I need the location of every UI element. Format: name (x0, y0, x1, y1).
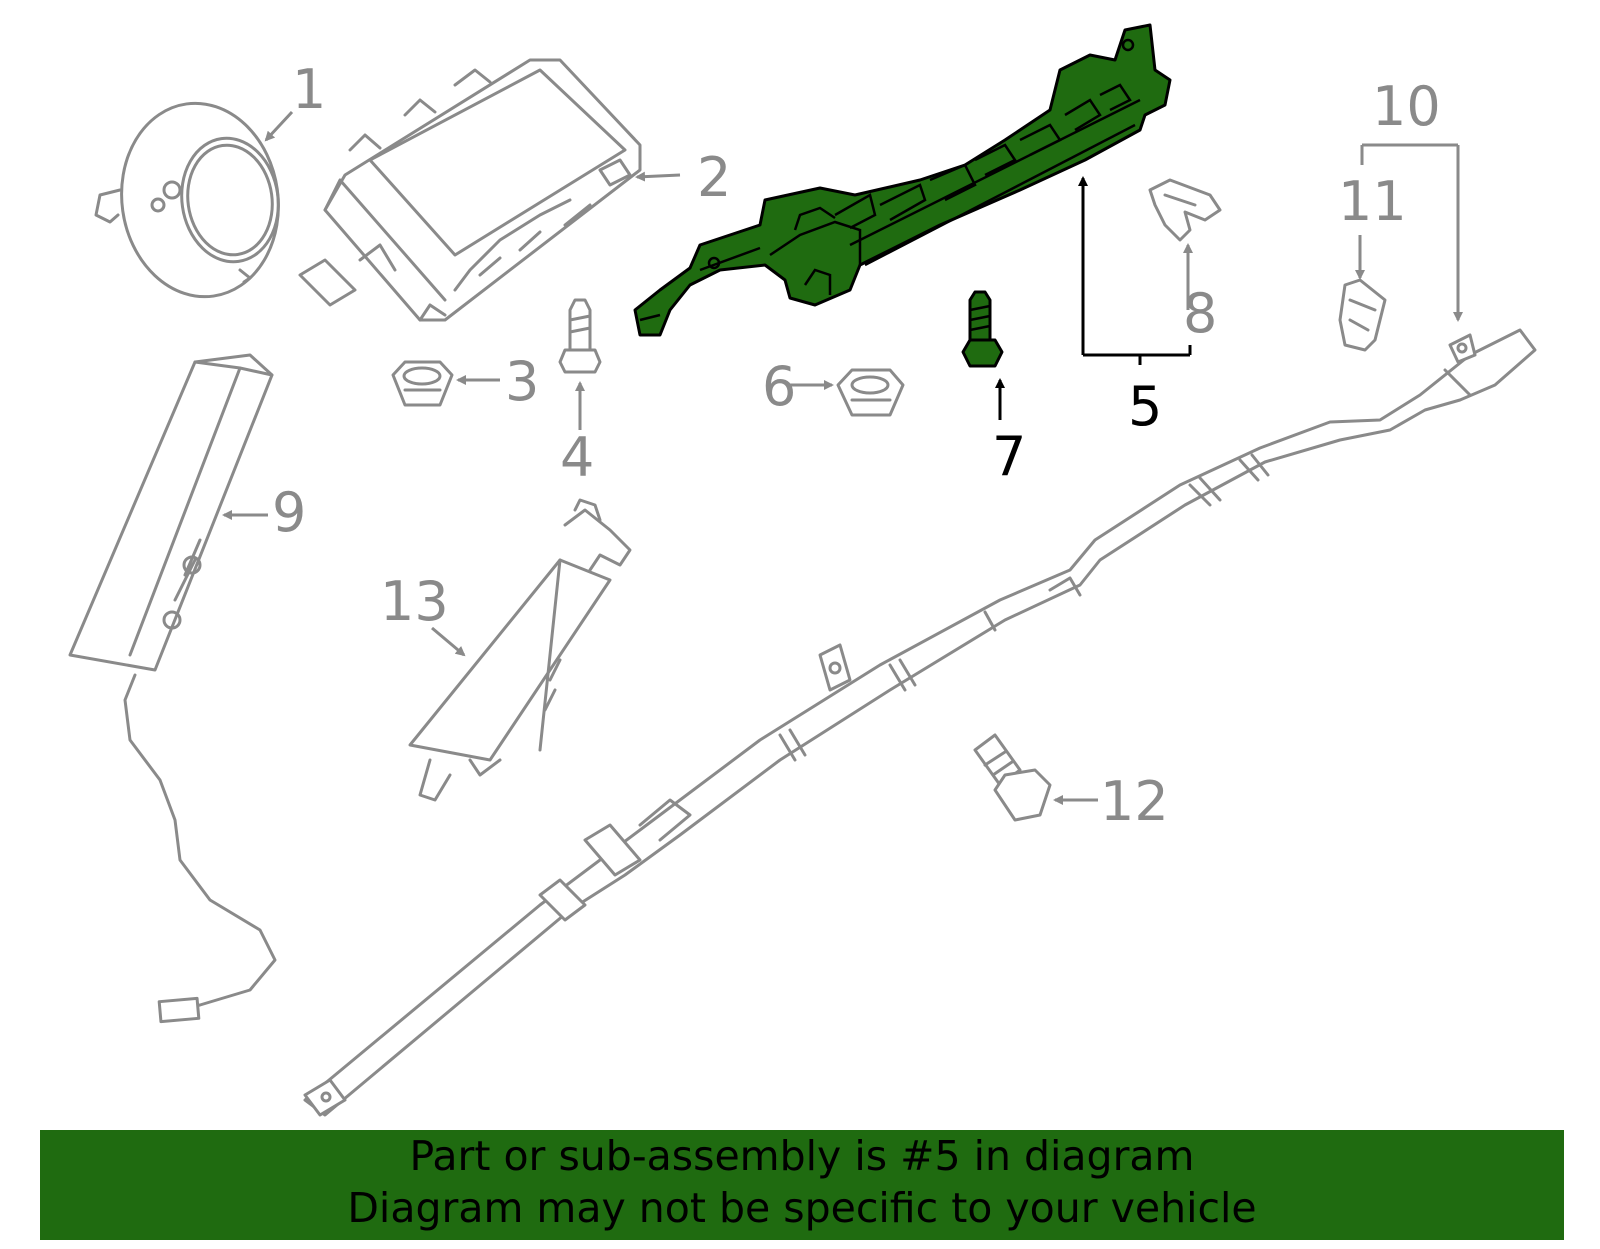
part-3-nut (391, 360, 454, 407)
callout-12: 12 (1100, 770, 1169, 833)
part-7-bolt (961, 290, 1004, 368)
part-12-bolt (973, 733, 1052, 822)
part-10-curtain-airbag (303, 328, 1537, 1117)
callout-8: 8 (1183, 282, 1217, 345)
part-2-airbag-module (298, 58, 642, 322)
callout-13: 13 (380, 570, 449, 633)
callout-9: 9 (272, 481, 306, 544)
callout-10: 10 (1372, 75, 1441, 138)
callout-7: 7 (992, 425, 1026, 488)
banner-line-disclaimer: Diagram may not be specific to your vehi… (347, 1184, 1257, 1232)
callout-11: 11 (1338, 170, 1407, 233)
part-11-clip (1338, 278, 1387, 352)
part-4-stud (558, 298, 602, 374)
part-9-side-airbag (68, 353, 277, 1024)
part-6-nut (836, 368, 905, 417)
callout-6: 6 (762, 355, 796, 418)
callout-3: 3 (505, 350, 539, 413)
part-8-clip (1148, 178, 1222, 242)
part-1-clock-spring (94, 101, 280, 299)
info-banner: Part or sub-assembly is #5 in diagram Di… (40, 1130, 1564, 1240)
callout-4: 4 (560, 426, 594, 489)
callout-5-leader (1078, 176, 1192, 365)
banner-line-part-number: Part or sub-assembly is #5 in diagram (409, 1132, 1195, 1180)
callout-2: 2 (697, 146, 731, 209)
callout-1: 1 (292, 58, 326, 121)
callout-10-leader (1360, 143, 1463, 322)
part-13-small-airbag (408, 498, 632, 802)
callout-5: 5 (1128, 375, 1162, 438)
part-5-bracket-assembly (633, 23, 1172, 337)
